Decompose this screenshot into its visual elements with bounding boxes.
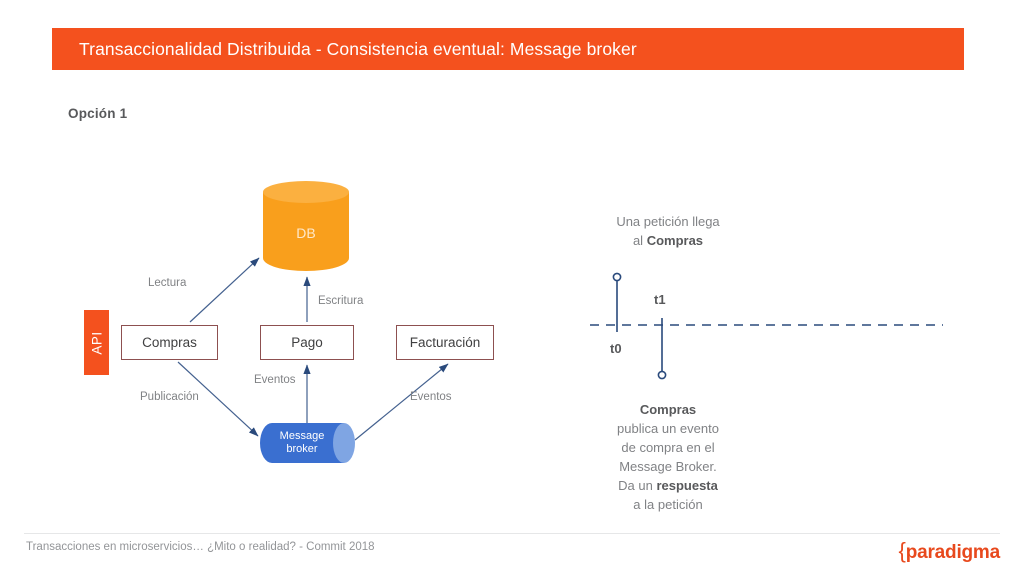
option-label: Opción 1 xyxy=(68,106,128,121)
database-body xyxy=(263,192,349,271)
timeline-marker-t0-dot[interactable] xyxy=(612,272,622,282)
edge-label-eventos-facturacion: Eventos xyxy=(410,391,452,403)
page-title: Transaccionalidad Distribuida - Consiste… xyxy=(79,39,637,59)
edge-compras-broker xyxy=(177,361,259,437)
database-cylinder[interactable]: DB xyxy=(263,181,349,271)
api-bar[interactable]: API xyxy=(84,310,109,375)
timeline-marker-t1-dot[interactable] xyxy=(657,370,667,380)
service-box-pago[interactable]: Pago xyxy=(260,325,354,360)
message-broker-cylinder[interactable]: Message broker xyxy=(260,423,355,463)
message-broker-body xyxy=(260,423,344,463)
edge-broker-facturacion xyxy=(354,363,449,441)
caption-bottom-line4: Message Broker. xyxy=(619,459,717,474)
diagram-connectors xyxy=(177,257,449,441)
caption-top-line2-bold: Compras xyxy=(646,233,704,248)
caption-bottom-line5-prefix: Da un xyxy=(618,478,657,493)
caption-bottom-line6: a la petición xyxy=(633,497,703,512)
architecture-diagram: DB API Compras Pago Facturación Message … xyxy=(84,181,494,463)
footer-divider xyxy=(24,533,1000,534)
caption-top-line1: Una petición llega xyxy=(616,214,720,229)
edge-label-eventos-pago: Eventos xyxy=(254,374,296,386)
edge-label-publicacion: Publicación xyxy=(140,391,199,403)
message-broker-label: Message broker xyxy=(260,423,344,463)
caption-bottom-line1: Compras xyxy=(639,402,697,417)
edge-label-lectura: Lectura xyxy=(148,277,187,289)
timeline-label-t1: t1 xyxy=(654,292,666,307)
caption-bottom-line5-bold: respuesta xyxy=(656,478,718,493)
logo-brace-icon: { xyxy=(898,538,906,563)
api-label: API xyxy=(89,330,104,355)
timeline-diagram xyxy=(590,272,943,380)
caption-bottom-line3: de compra en el xyxy=(621,440,715,455)
timeline-label-t0: t0 xyxy=(610,341,622,356)
service-box-facturacion[interactable]: Facturación xyxy=(396,325,494,360)
message-broker-cap-ellipse xyxy=(333,423,355,463)
edge-label-escritura: Escritura xyxy=(318,295,364,307)
database-label: DB xyxy=(296,225,316,241)
logo-wordmark: paradigma xyxy=(905,542,1000,563)
database-top-ellipse xyxy=(263,181,349,203)
caption-bottom-line2: publica un evento xyxy=(617,421,719,436)
service-box-compras[interactable]: Compras xyxy=(121,325,218,360)
header-bar: Transaccionalidad Distribuida - Consiste… xyxy=(52,28,964,70)
edge-compras-db xyxy=(189,257,260,323)
message-broker-label-line2: broker xyxy=(286,443,318,455)
service-label-pago: Pago xyxy=(291,335,323,350)
explanation-panel: Una petición llega al Compras t0 t1 Comp… xyxy=(560,0,1024,576)
caption-top-line2-prefix: al xyxy=(632,233,647,248)
caption-request-arrives: Una petición llega al Compras xyxy=(564,212,772,250)
service-label-compras: Compras xyxy=(142,335,197,350)
caption-broker-publish: Compras publica un evento de compra en e… xyxy=(564,400,772,514)
service-label-facturacion: Facturación xyxy=(409,335,481,350)
footer-text: Transacciones en microservicios… ¿Mito o… xyxy=(26,541,375,553)
paradigma-logo: {paradigma xyxy=(898,538,1001,564)
message-broker-label-line1: Message xyxy=(279,430,325,442)
